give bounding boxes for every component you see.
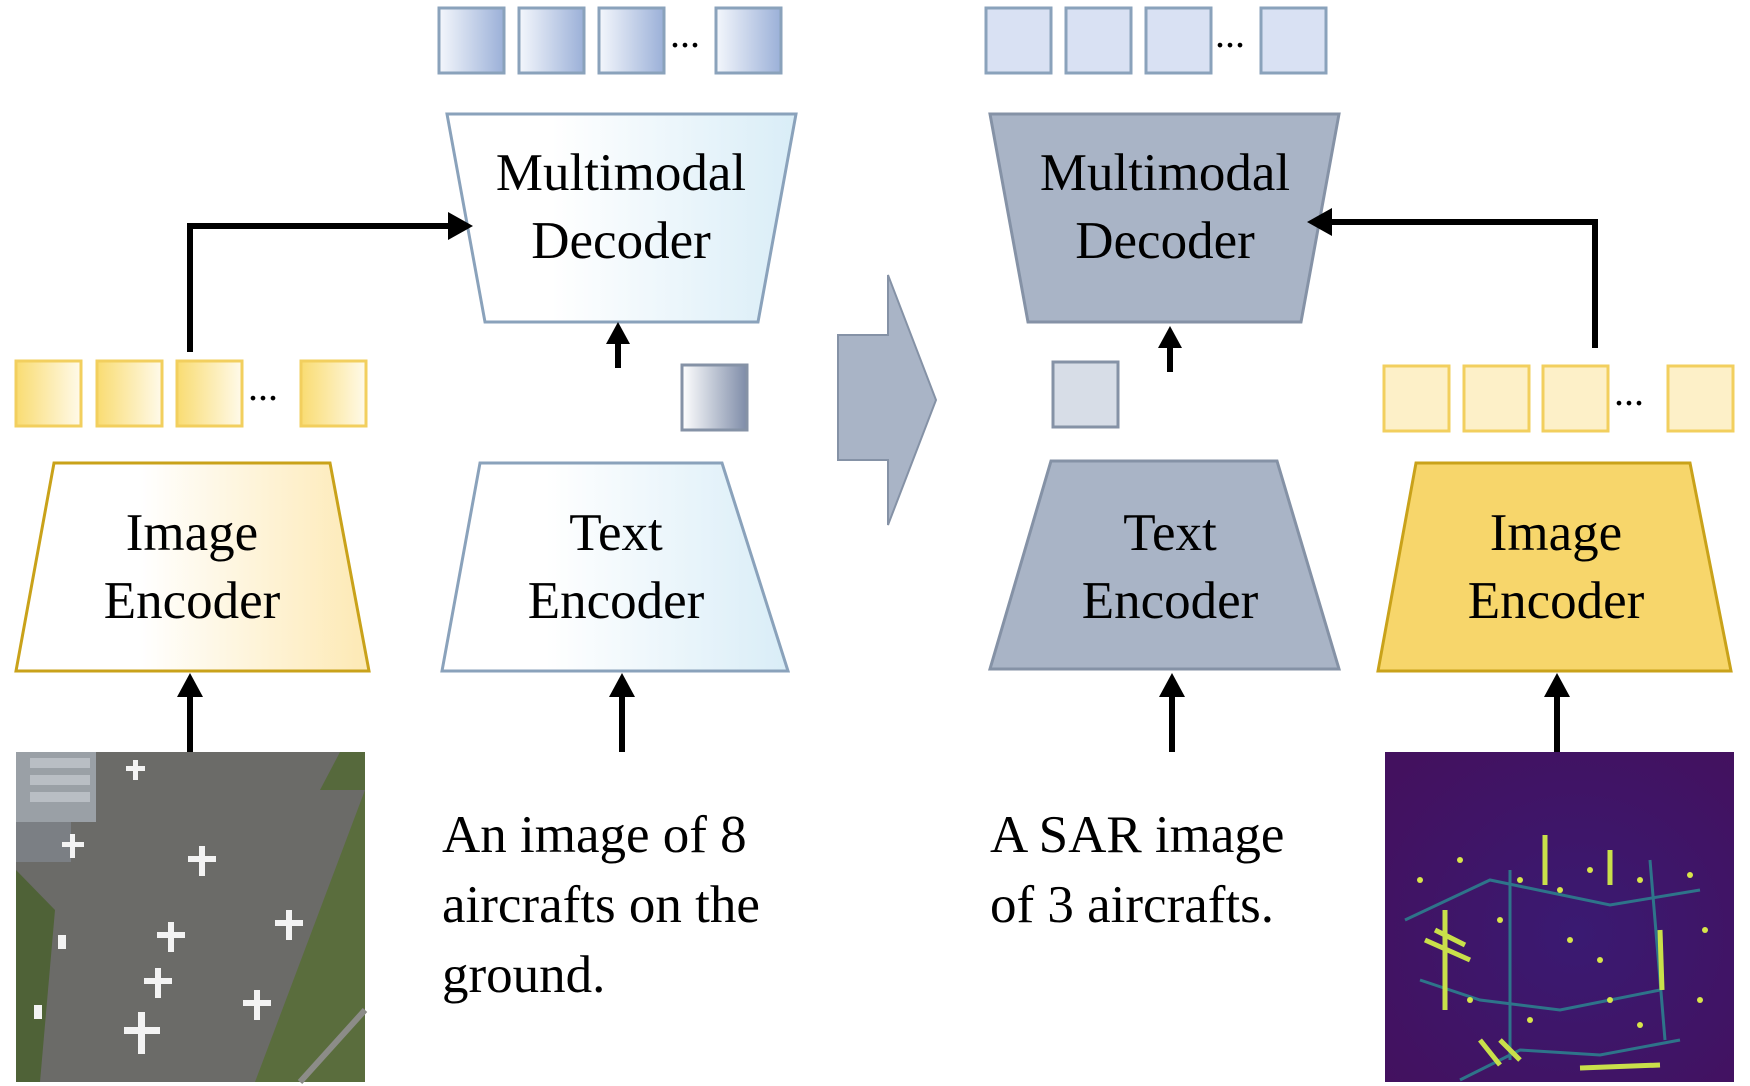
token <box>984 6 1053 75</box>
token <box>437 6 506 75</box>
decoder-output-tokens-left: ... <box>437 6 783 75</box>
encoder-label-line1: Text <box>569 504 663 562</box>
token <box>1144 6 1213 75</box>
token <box>1462 364 1531 433</box>
token <box>95 359 164 428</box>
ellipsis: ... <box>1215 11 1245 56</box>
encoder-label-line2: Encoder <box>1468 572 1645 630</box>
token <box>597 6 666 75</box>
sar-radar-image-icon <box>1385 752 1734 1082</box>
token <box>1382 364 1451 433</box>
text-encoder-right: Text Encoder <box>987 459 1342 671</box>
image-tokens-left: ... <box>14 359 368 428</box>
caption-line: An image of 8 <box>442 806 747 864</box>
ellipsis: ... <box>1614 369 1644 414</box>
token <box>299 359 368 428</box>
caption-line: A SAR image <box>990 806 1285 864</box>
text-encoder-left: Text Encoder <box>440 461 791 673</box>
image-to-decoder-arrow-right <box>1307 208 1598 348</box>
token <box>175 359 244 428</box>
text-token-left <box>680 363 749 432</box>
token <box>1666 364 1735 433</box>
multimodal-decoder-left: Multimodal Decoder <box>445 112 798 324</box>
decoder-output-tokens-right: ... <box>984 6 1328 75</box>
caption-line: ground. <box>442 946 606 1004</box>
image-encoder-left: Image Encoder <box>14 461 371 673</box>
ellipsis: ... <box>248 364 278 409</box>
token <box>14 359 83 428</box>
encoder-label-line2: Encoder <box>1082 572 1259 630</box>
encoder-label-line2: Encoder <box>528 572 705 630</box>
image-input-arrow-left <box>177 673 203 752</box>
aerial-airport-photo-icon <box>16 752 368 1085</box>
token <box>714 6 783 75</box>
image-input-arrow-right <box>1544 673 1570 752</box>
token <box>1259 6 1328 75</box>
image-tokens-right: ... <box>1382 364 1735 433</box>
decoder-label-line1: Multimodal <box>1040 144 1290 202</box>
multimodal-decoder-right: Multimodal Decoder <box>988 112 1341 324</box>
token <box>1064 6 1133 75</box>
text-input-arrow-right <box>1159 673 1185 752</box>
text-input-caption-right: A SAR image of 3 aircrafts. <box>990 800 1350 940</box>
ellipsis: ... <box>670 11 700 56</box>
decoder-label-line2: Decoder <box>531 212 711 270</box>
text-token-right <box>1051 360 1120 429</box>
caption-line: aircrafts on the <box>442 876 760 934</box>
token <box>1541 364 1610 433</box>
token <box>517 6 586 75</box>
image-to-decoder-arrow-left <box>187 212 473 352</box>
encoder-label-line1: Image <box>126 504 258 562</box>
encoder-label-line1: Image <box>1490 504 1622 562</box>
decoder-label-line1: Multimodal <box>496 144 746 202</box>
text-input-caption-left: An image of 8 aircrafts on the ground. <box>442 800 802 1010</box>
caption-line: of 3 aircrafts. <box>990 876 1274 934</box>
encoder-label-line1: Text <box>1123 504 1217 562</box>
text-input-arrow-left <box>609 673 635 752</box>
decoder-label-line2: Decoder <box>1075 212 1255 270</box>
text-to-decoder-arrow-left <box>606 322 630 368</box>
transfer-arrow <box>837 274 938 526</box>
image-encoder-right: Image Encoder <box>1376 461 1733 673</box>
text-to-decoder-arrow-right <box>1158 326 1182 372</box>
encoder-label-line2: Encoder <box>104 572 281 630</box>
